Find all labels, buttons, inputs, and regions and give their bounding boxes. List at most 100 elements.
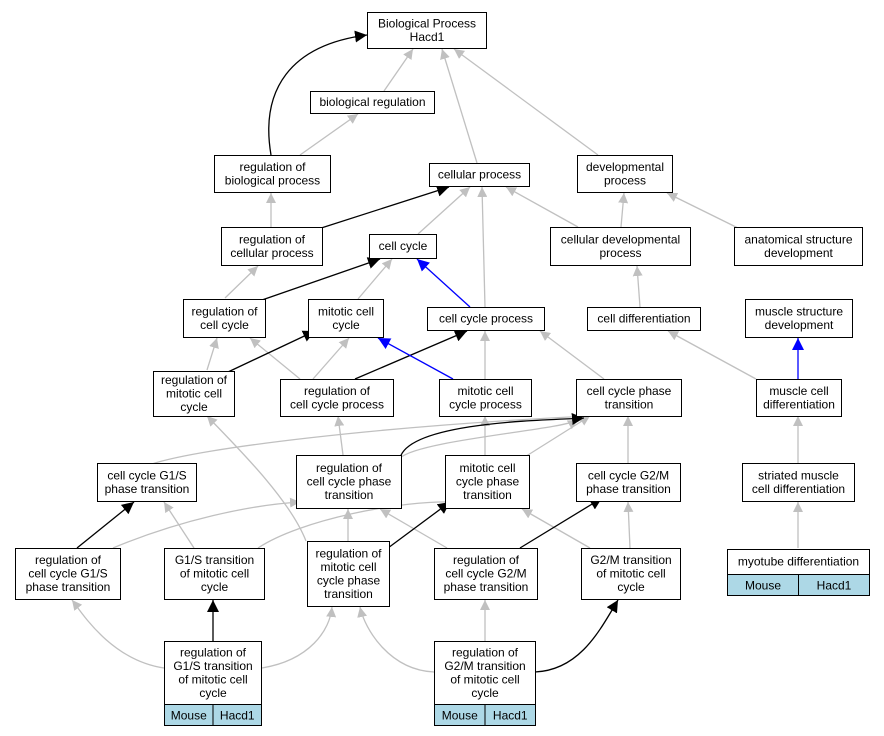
node-label-line: cycle [201,580,229,594]
gene-label: Hacd1 [817,579,852,593]
node-label-line: cycle [180,400,208,414]
node-box [164,641,262,705]
node-box [280,379,394,417]
node-label-line: cellular process [438,168,521,182]
node-label-line: cell cycle G2/M [588,468,669,482]
node-label-line: G1/S transition [173,659,252,673]
node-label-line: cycle [199,686,227,700]
node-box [742,463,855,502]
edge [667,330,757,380]
go-term-node-celldiff[interactable]: cell differentiation [587,307,701,331]
go-term-node-cellcycle[interactable]: cell cycle [369,234,437,259]
edge [112,497,301,549]
edge [399,419,579,459]
node-label-line: phase transition [444,580,529,594]
node-box [439,379,532,417]
node-label-line: phase transition [26,580,111,594]
edge [227,330,316,373]
node-box [15,548,121,600]
node-label-line: of mitotic cell [178,672,247,686]
node-label-line: cell cycle phase [307,475,392,489]
annotation-cell [484,704,536,726]
node-label-line: transition [463,488,512,502]
node-label-line: cell cycle process [439,312,533,326]
node-label-line: cell cycle process [290,397,384,411]
gene-label: Hacd1 [493,709,528,723]
edge [519,415,591,461]
edge [387,501,451,549]
node-box [445,455,530,509]
node-box [214,155,331,193]
node-box [296,455,402,509]
node-label-line: cycle [617,580,645,594]
node-label-line: cell cycle phase [587,384,672,398]
node-label-line: transition [605,397,654,411]
node-label-line: G1/S transition [175,553,254,567]
node-label-line: regulation of [161,373,228,387]
edge [519,497,603,549]
node-box [369,234,437,259]
node-label-line: cell cycle G2/M [445,567,526,581]
edge [623,501,634,549]
node-box [745,299,853,338]
edge [261,606,337,669]
annotation-cell [212,704,262,726]
species-label: Mouse [745,579,781,593]
go-term-node-bioreg[interactable]: biological regulation [310,91,435,114]
go-term-node-ccproc[interactable]: cell cycle process [427,307,545,331]
node-label-line: biological regulation [319,95,425,109]
node-box [550,227,691,266]
node-label-line: G2/M transition [590,553,671,567]
node-label-line: regulation of [35,553,102,567]
node-label-line: process [599,246,641,260]
node-label-line: phase transition [105,482,190,496]
node-box [367,12,487,49]
node-label-line: mitotic cell [459,461,515,475]
node-label-line: regulation of [180,645,247,659]
node-label-line: regulation of [239,232,306,246]
node-box [576,379,682,417]
node-label-line: regulation of [239,160,306,174]
node-label-line: of mitotic cell [450,672,519,686]
node-box [97,463,197,502]
node-box [153,371,235,417]
node-label-line: cycle [332,318,360,332]
edge [261,257,381,301]
edge [312,337,350,380]
species-label: Mouse [171,709,207,723]
node-box [310,91,435,114]
edge [440,48,478,164]
node-box [221,227,323,266]
node-label-line: myotube differentiation [738,555,859,569]
go-term-node-cellproc[interactable]: cellular process [429,163,530,187]
